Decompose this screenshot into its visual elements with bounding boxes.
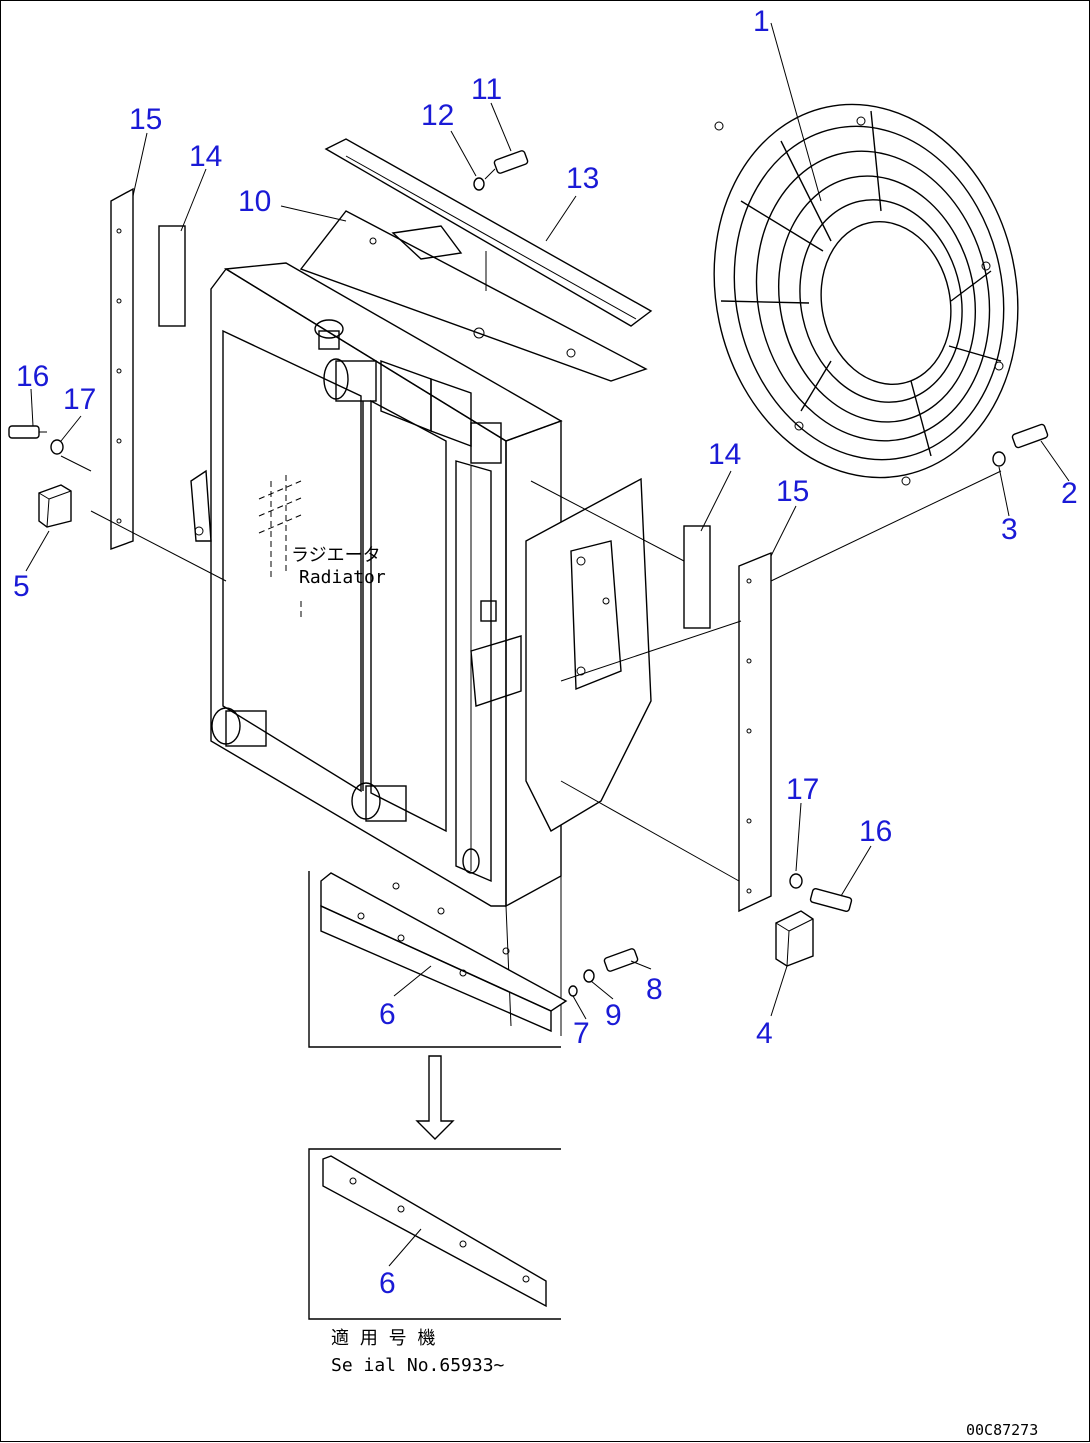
lower-plate-inset [308, 871, 568, 1048]
callout-5: 5 [13, 570, 30, 603]
drawing-number: 00C87273 [966, 1421, 1038, 1439]
callout-17-right: 17 [786, 773, 819, 806]
callout-4: 4 [756, 1017, 773, 1050]
radiator-body: ラジエータ Radiator [190, 262, 563, 1036]
leader-lines [25, 22, 1070, 1267]
right-bolt-16 [809, 888, 853, 912]
callout-14-left: 14 [189, 140, 222, 173]
callout-8: 8 [646, 973, 663, 1006]
right-side-seal-15 [738, 551, 772, 913]
callout-6-lower: 6 [379, 1267, 396, 1300]
callout-17-left: 17 [63, 383, 96, 416]
upper-cover-10 [299, 210, 648, 382]
callout-7: 7 [573, 1017, 590, 1050]
block-5 [38, 484, 72, 528]
callout-3: 3 [1001, 513, 1018, 546]
lower-washer-7 [568, 985, 578, 997]
callout-10: 10 [238, 185, 271, 218]
callout-14-right: 14 [708, 438, 741, 471]
right-seal-14 [683, 525, 711, 629]
down-arrow [415, 1055, 455, 1140]
callout-1: 1 [753, 5, 770, 38]
callout-6-upper: 6 [379, 998, 396, 1031]
block-4 [775, 910, 814, 967]
callout-2: 2 [1061, 477, 1078, 510]
lower-bolt-8 [603, 948, 639, 972]
callout-16-left: 16 [16, 360, 49, 393]
upper-cover-13 [324, 138, 653, 327]
serial-label-en: Se ial No.65933~ [331, 1355, 505, 1376]
fan-guard-1 [713, 103, 1019, 486]
callout-9: 9 [605, 999, 622, 1032]
left-washer-17 [50, 439, 64, 455]
left-bolt-16 [8, 425, 47, 439]
left-side-seal-15 [110, 187, 134, 550]
radiator-symbol [258, 475, 302, 621]
top-bolt-11 [484, 150, 529, 180]
left-seal-14 [158, 225, 186, 327]
callout-15-left: 15 [129, 103, 162, 136]
radiator-label-en: Radiator [299, 567, 386, 588]
serial-label-jp: 適 用 号 機 [331, 1328, 436, 1349]
callout-16-right: 16 [859, 815, 892, 848]
right-washer-17 [789, 873, 803, 889]
callout-13: 13 [566, 162, 599, 195]
serial-variant-inset [308, 1148, 561, 1320]
top-washer-12 [473, 177, 485, 191]
callout-11: 11 [471, 73, 502, 106]
shroud-plate [525, 477, 652, 832]
lower-washer-9 [583, 969, 595, 983]
radiator-label-jp: ラジエータ [291, 545, 381, 566]
fan-washer-3 [992, 451, 1006, 467]
callout-15-right: 15 [776, 475, 809, 508]
callout-12: 12 [421, 99, 454, 132]
fan-bolt-2 [1011, 423, 1049, 449]
